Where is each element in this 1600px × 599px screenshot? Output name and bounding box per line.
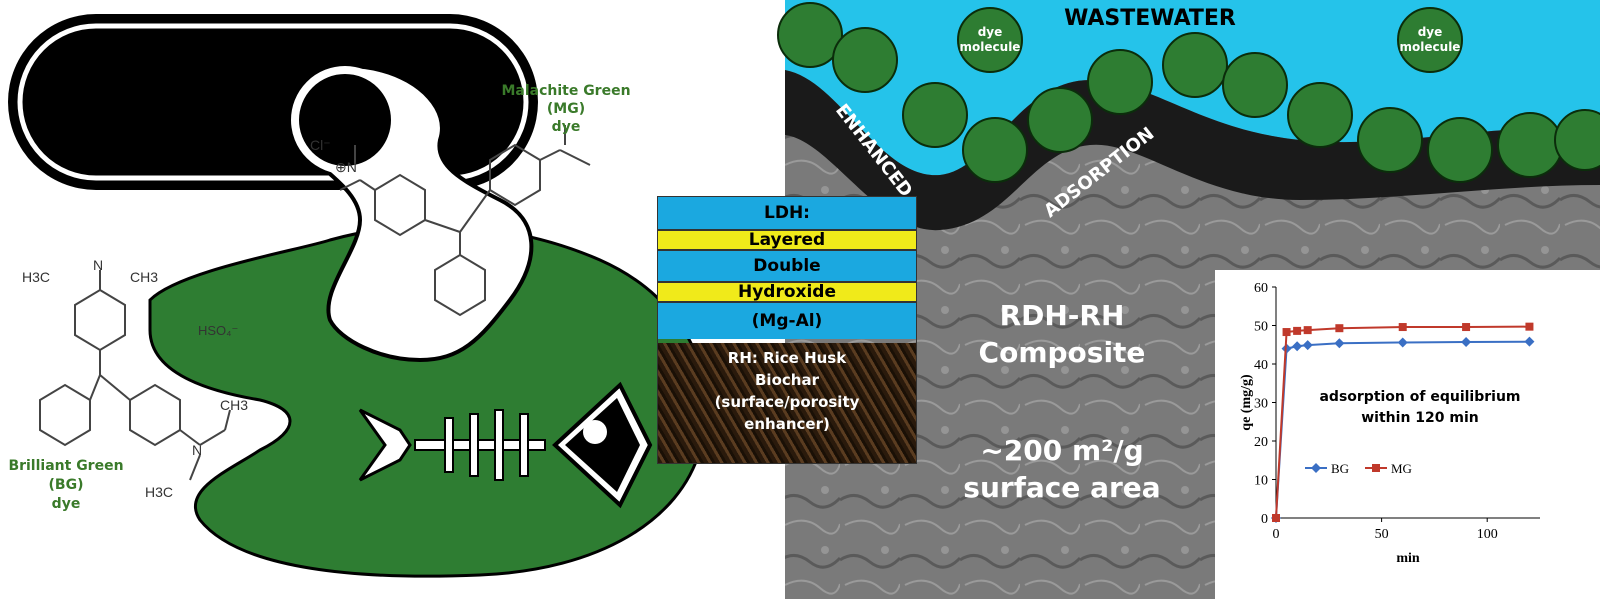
ldh-mgal: (Mg-Al) — [751, 311, 823, 331]
adsorption-band — [785, 70, 1600, 231]
ldh-stack: LDH: Layered Double Hydroxide (Mg-Al) RH… — [657, 196, 917, 464]
data-point-mg — [1293, 326, 1302, 335]
dye-molecule-label-2-line-2: molecule — [1400, 40, 1461, 54]
data-point-bg — [1461, 337, 1472, 348]
rh-line-4: enhancer) — [744, 415, 830, 433]
data-point-bg — [1524, 336, 1535, 347]
data-point-mg — [1303, 326, 1312, 335]
bg-group-ch3-top: CH3 — [130, 269, 158, 285]
bg-structure — [39, 270, 231, 481]
bg-group-n-bottom: N — [192, 442, 202, 458]
dye-molecule-label-1-line-2: molecule — [960, 40, 1021, 54]
ldh-band-double: Double — [658, 251, 916, 281]
bg-group-h3c-top: H3C — [22, 269, 50, 285]
ldh-band-hydroxide: Hydroxide — [658, 281, 916, 303]
chart-annotation-line: adsorption of equilibrium — [1319, 389, 1520, 405]
legend-label-mg: MG — [1391, 461, 1412, 476]
x-tick-label: 100 — [1477, 527, 1498, 542]
x-tick-label: 0 — [1273, 527, 1280, 542]
y-tick-label: 40 — [1254, 358, 1268, 373]
mg-structure — [339, 125, 591, 317]
legend-marker-bg — [1311, 463, 1321, 473]
data-point-mg — [1282, 328, 1291, 337]
ldh-band-layered: Layered — [658, 229, 916, 251]
data-point-mg — [1272, 514, 1280, 522]
bg-group-ch3-bottom: CH3 — [220, 397, 248, 413]
dye-molecule-label-2-line-1: dye — [1418, 25, 1443, 39]
bg-label-line-3: dye — [52, 496, 81, 512]
data-point-mg — [1462, 323, 1471, 332]
chloride-ion: Cl⁻ — [310, 137, 331, 153]
composite-title-line-1: RDH-RH — [1000, 299, 1125, 332]
ldh-title: LDH: — [764, 203, 810, 223]
nitrogen-cation: ⊕N — [335, 159, 357, 175]
rh-line-2: Biochar — [755, 371, 819, 389]
dye-circles — [777, 2, 1600, 183]
bg-group-h3c-bottom: H3C — [145, 484, 173, 500]
chart-annotation-line: within 120 min — [1361, 410, 1478, 426]
data-point-bg — [1397, 337, 1408, 348]
legend-marker-mg — [1372, 464, 1380, 472]
ldh-hydroxide: Hydroxide — [737, 282, 837, 302]
bg-label-line-2: (BG) — [49, 477, 84, 493]
data-point-mg — [1335, 324, 1344, 333]
surface-area-line-1: ~200 m²/g — [980, 434, 1143, 467]
mg-label-line-1: Malachite Green — [501, 83, 630, 99]
ldh-band-mgal: (Mg-Al) — [658, 303, 916, 339]
left-illustration: Malachite Green (MG) dye Brilliant Green… — [8, 14, 708, 578]
mg-label-line-3: dye — [552, 119, 581, 135]
legend-label-bg: BG — [1331, 461, 1349, 476]
dye-molecule-label-1-line-1: dye — [978, 25, 1003, 39]
data-point-mg — [1398, 323, 1407, 332]
chart-background — [1215, 270, 1600, 599]
data-point-bg — [1302, 340, 1313, 351]
ldh-double: Double — [753, 256, 821, 276]
y-tick-label: 50 — [1254, 320, 1268, 335]
y-tick-label: 60 — [1254, 281, 1268, 296]
x-axis-label: min — [1396, 551, 1420, 566]
y-tick-label: 0 — [1261, 512, 1268, 527]
fish-skeleton-icon — [358, 381, 653, 509]
data-point-bg — [1334, 338, 1345, 349]
y-axis-label: qe (mg/g) — [1239, 374, 1254, 431]
data-point-mg — [1525, 322, 1534, 331]
ldh-layered: Layered — [748, 230, 826, 250]
ldh-band-title: LDH: — [658, 197, 916, 229]
surface-area-line-2: surface area — [963, 471, 1160, 504]
bg-label-line-1: Brilliant Green — [8, 458, 123, 474]
kinetics-chart: 0 10 20 30 40 50 60 0 50 100 min qe (mg/g) adsorptio… — [1215, 270, 1600, 599]
mg-label-line-2: (MG) — [547, 101, 585, 117]
rh-line-1: RH: Rice Husk — [727, 349, 847, 367]
y-tick-label: 10 — [1254, 474, 1268, 489]
composite-title-line-2: Composite — [979, 336, 1146, 369]
rh-biochar-panel: RH: Rice Husk Biochar (surface/porosity … — [658, 343, 916, 463]
y-tick-label: 30 — [1254, 397, 1268, 412]
rh-line-3: (surface/porosity — [714, 393, 860, 411]
right-illustration: WASTEWATER dye molecule dye molecule ENH… — [777, 0, 1600, 599]
data-point-bg — [1292, 341, 1303, 352]
x-tick-label: 50 — [1375, 527, 1389, 542]
ring-shape — [291, 66, 399, 174]
bisulfate-ion: HSO₄⁻ — [198, 323, 238, 338]
bg-group-n-top: N — [93, 257, 103, 273]
wastewater-title: WASTEWATER — [1064, 6, 1236, 31]
y-tick-label: 20 — [1254, 435, 1268, 450]
